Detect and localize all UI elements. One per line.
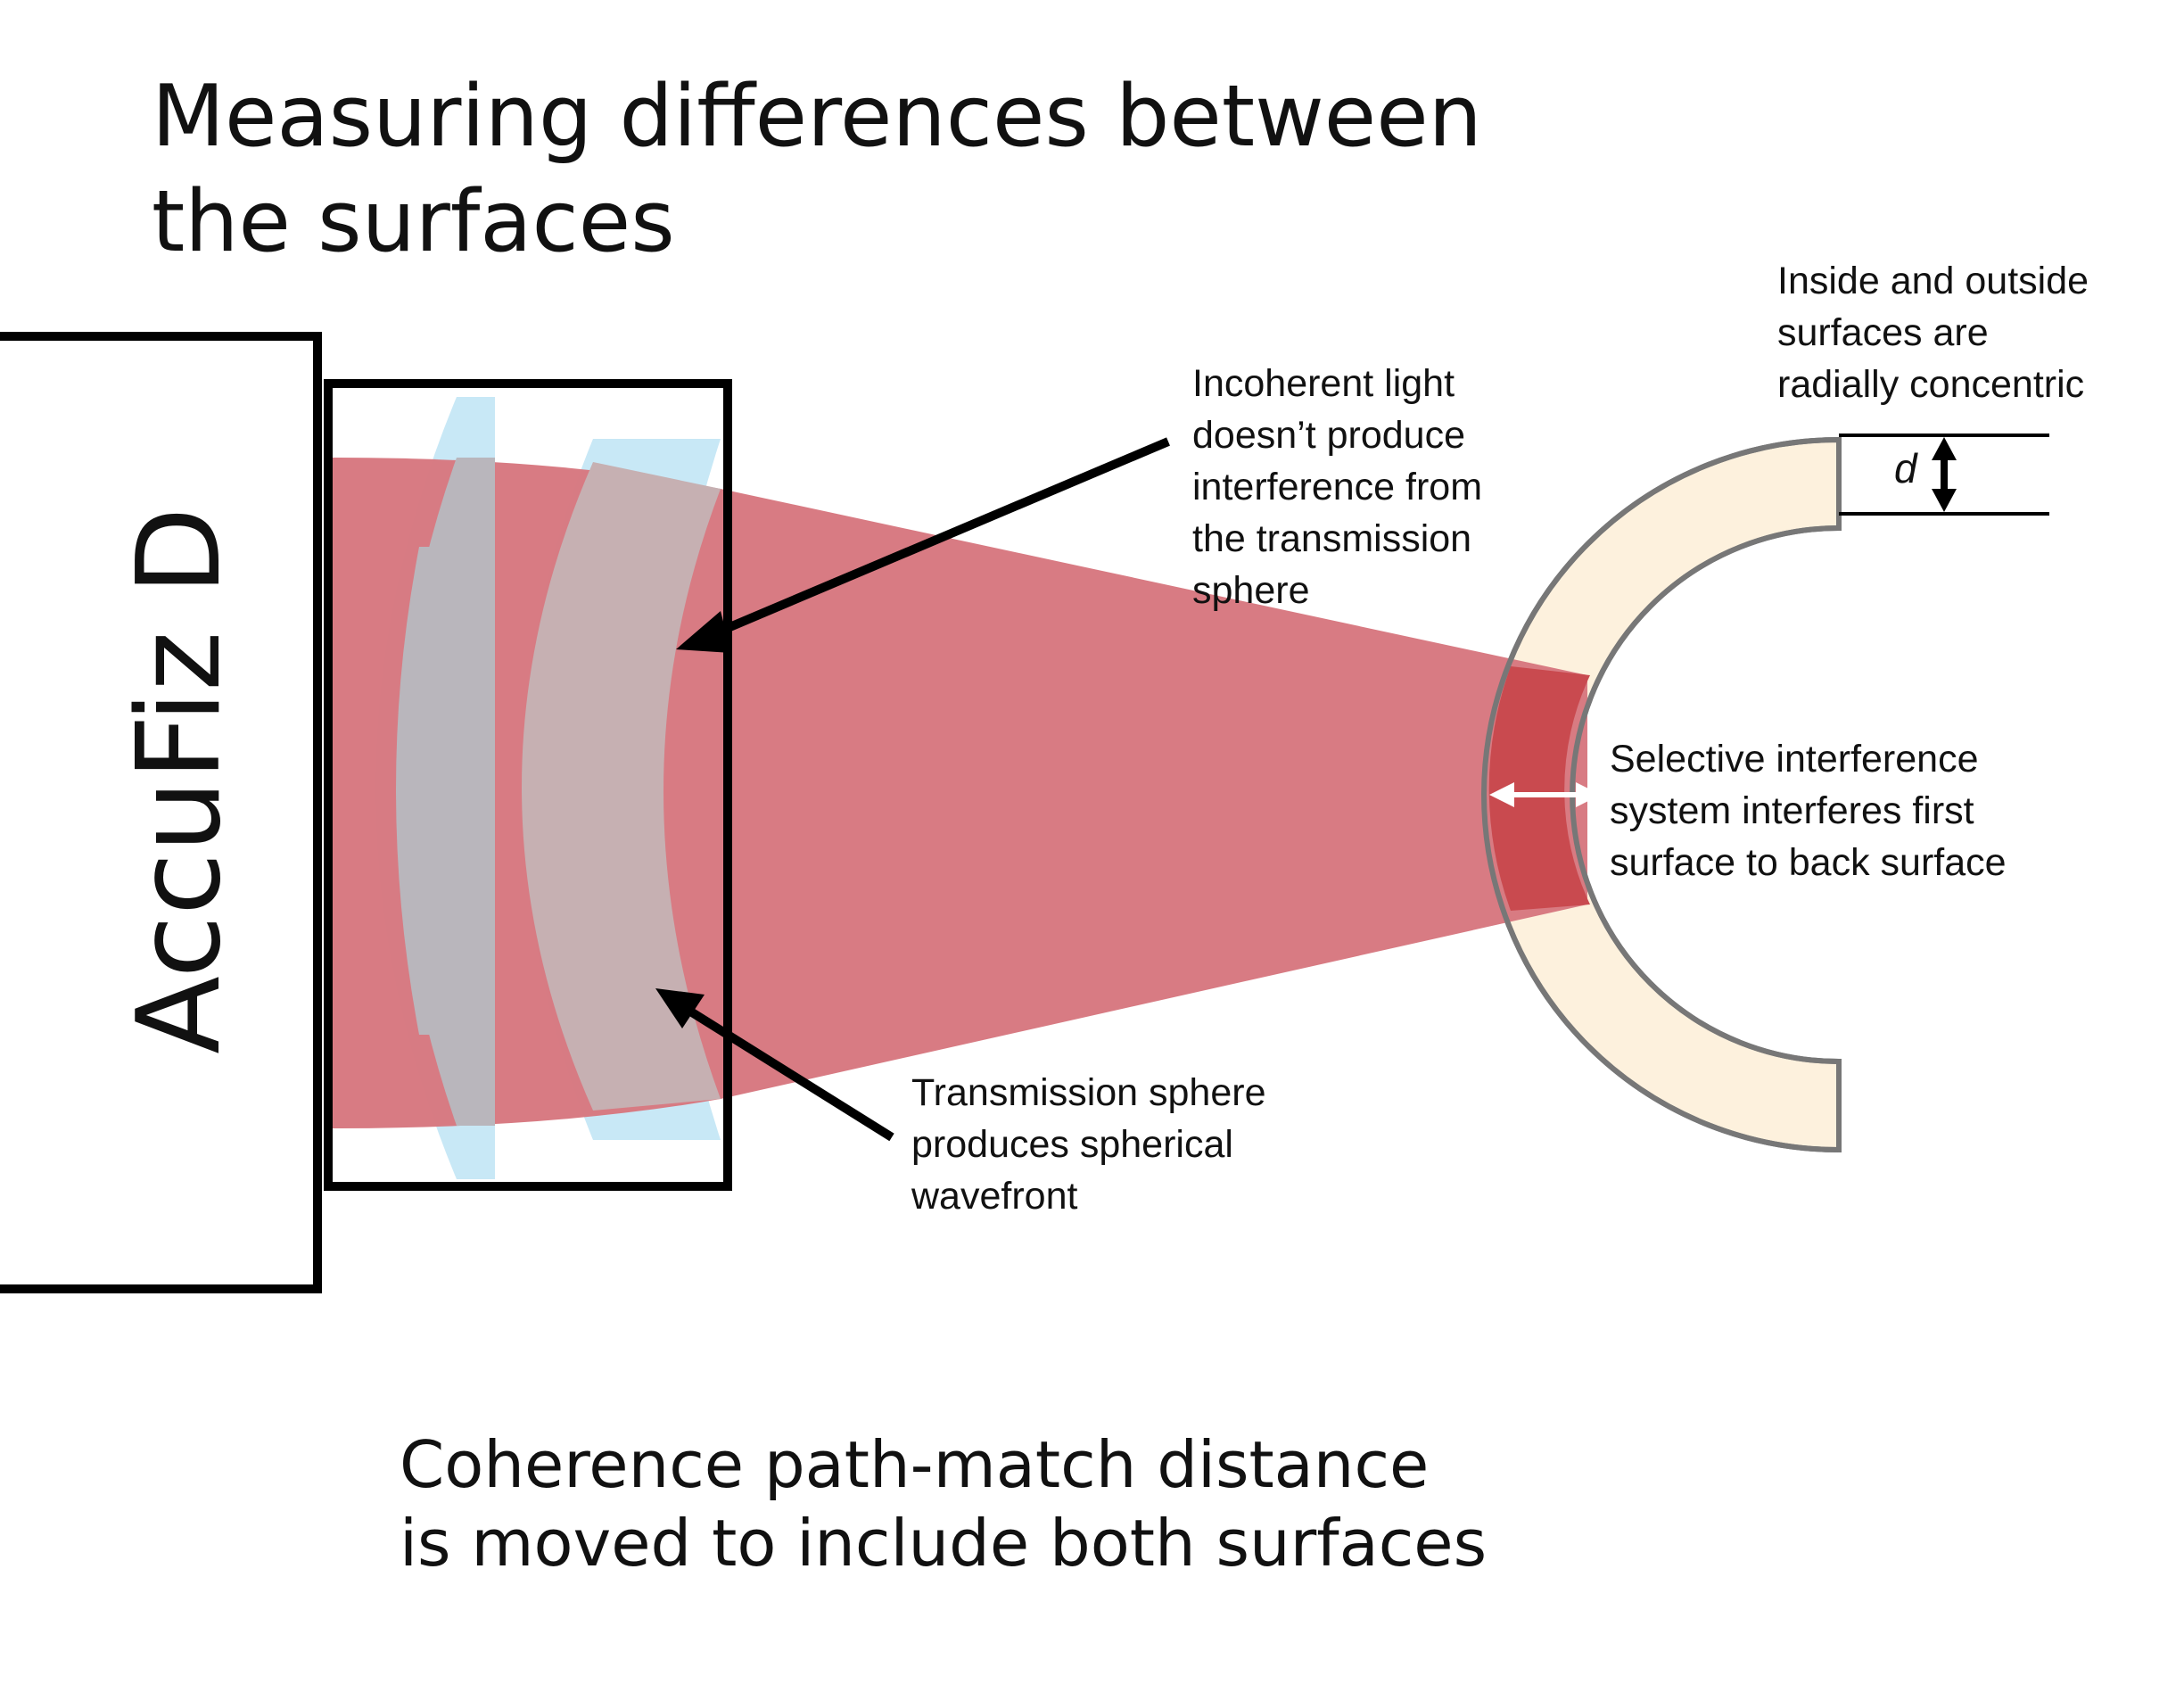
note-line: Inside and outside xyxy=(1777,260,2089,302)
note-line: doesn’t produce xyxy=(1192,414,1465,457)
title-line: Measuring differences between xyxy=(152,68,1482,166)
caption-line: Coherence path-match distance xyxy=(400,1427,1430,1502)
note-line: Transmission sphere xyxy=(911,1071,1266,1114)
dimension-arrow-head-top xyxy=(1932,437,1957,460)
note-line: surfaces are xyxy=(1777,311,1989,354)
incoherent-arrow-line xyxy=(703,437,1170,642)
thickness-label: d xyxy=(1894,445,1917,491)
lens-element-1-inner xyxy=(396,547,495,1035)
diagram-title: Measuring differences between the surfac… xyxy=(152,64,1482,275)
double-arrow-head-right xyxy=(1576,782,1601,807)
note-line: the transmission xyxy=(1192,517,1472,560)
note-line: sphere xyxy=(1192,569,1310,612)
double-arrow-head-left xyxy=(1489,782,1514,807)
note-line: produces spherical xyxy=(911,1123,1233,1166)
note-line: Incoherent light xyxy=(1192,362,1455,405)
note-line: interference from xyxy=(1192,466,1483,508)
transmission-arrow-line xyxy=(675,999,894,1142)
note-transmission-sphere: Transmission sphere produces spherical w… xyxy=(911,1067,1266,1222)
note-concentric-surfaces: Inside and outside surfaces are radially… xyxy=(1777,255,2089,410)
test-shell-outline xyxy=(1481,436,1842,1153)
lens-element-2-overlay xyxy=(522,462,721,1111)
note-line: radially concentric xyxy=(1777,363,2085,406)
note-incoherent-light: Incoherent light doesn’t produce interfe… xyxy=(1192,358,1482,616)
note-line: system interferes first xyxy=(1610,789,1974,832)
device-label: AccuFiz D xyxy=(113,507,246,1054)
dimension-arrow-head-bottom xyxy=(1932,489,1957,512)
note-line: wavefront xyxy=(911,1175,1078,1218)
diagram-caption: Coherence path-match distance is moved t… xyxy=(400,1425,1487,1582)
note-line: surface to back surface xyxy=(1610,841,2007,884)
interferometer-housing xyxy=(0,332,322,1293)
transmission-sphere-housing xyxy=(324,379,732,1191)
interference-zone xyxy=(1488,666,1590,911)
note-line: Selective interference xyxy=(1610,738,1979,780)
title-line: the surfaces xyxy=(152,173,675,271)
transmission-arrow-head xyxy=(655,988,705,1028)
incoherent-arrow-head xyxy=(676,611,731,653)
note-selective-interference: Selective interference system interferes… xyxy=(1610,733,2007,888)
caption-line: is moved to include both surfaces xyxy=(400,1506,1488,1581)
